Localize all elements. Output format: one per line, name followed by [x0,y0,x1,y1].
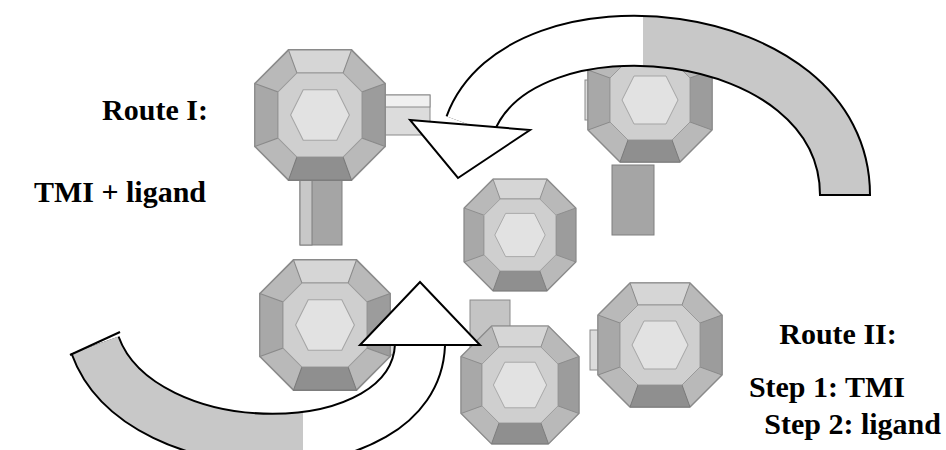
route-label: Step 2: ligand [764,407,941,441]
route-label: Step 1: TMI [749,370,905,404]
route-label: TMI + ligand [34,175,206,209]
route-label: Route II: [779,317,897,351]
route-label: Route I: [102,93,208,127]
